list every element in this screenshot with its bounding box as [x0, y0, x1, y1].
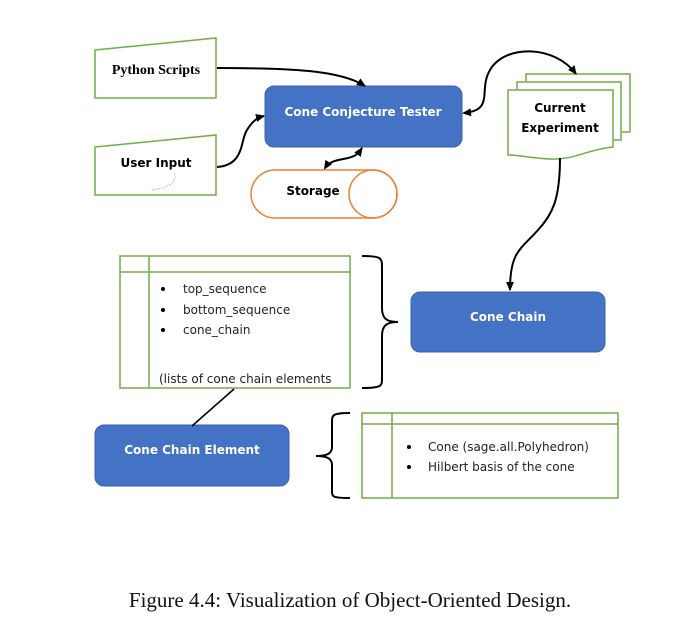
bullet-icon [161, 308, 165, 312]
table-to-cone-chain-element-line [191, 388, 235, 427]
cone-conjecture-tester-node: Cone Conjecture Tester [264, 85, 463, 148]
cone-chain-attr-item: cone_chain [183, 323, 250, 337]
storage-node: Storage [250, 169, 398, 219]
cone-chain-node: Cone Chain [410, 291, 606, 353]
bullet-icon [161, 328, 165, 332]
current-experiment-node: Current Experiment [507, 73, 631, 160]
cone-chain-element-attributes-table: Cone (sage.all.Polyhedron) Hilbert basis… [361, 412, 619, 499]
python-scripts-to-tester-arrow [216, 67, 366, 87]
current-experiment-label-line2: Experiment [521, 121, 599, 135]
cone-chain-element-attr-item: Cone (sage.all.Polyhedron) [428, 440, 589, 454]
current-experiment-to-cone-chain-arrow [506, 157, 561, 291]
cone-chain-attributes-table: top_sequence bottom_sequence cone_chain … [119, 255, 351, 389]
cone-conjecture-tester-label: Cone Conjecture Tester [284, 105, 441, 119]
cone-chain-element-brace [315, 412, 351, 499]
python-scripts-label: Python Scripts [112, 63, 201, 78]
cone-chain-element-attr-item: Hilbert basis of the cone [428, 460, 575, 474]
current-experiment-label-line1: Current [534, 101, 586, 115]
bullet-icon [407, 445, 411, 449]
bullet-icon [407, 465, 411, 469]
cone-chain-attr-item: top_sequence [183, 282, 267, 296]
bullet-icon [161, 287, 165, 291]
storage-label: Storage [286, 184, 339, 198]
user-input-label: User Input [121, 156, 192, 170]
cone-chain-element-node: Cone Chain Element [94, 424, 290, 487]
tester-storage-arrow [323, 147, 363, 170]
cone-chain-attr-note: (lists of cone chain elements [159, 372, 332, 386]
user-input-node: User Input [94, 134, 217, 196]
cone-chain-element-label: Cone Chain Element [124, 443, 260, 457]
figure-caption: Figure 4.4: Visualization of Object-Orie… [128, 588, 572, 612]
cone-chain-brace [361, 255, 399, 389]
cone-chain-attr-item: bottom_sequence [183, 303, 290, 317]
python-scripts-node: Python Scripts [94, 37, 217, 99]
cone-chain-label: Cone Chain [470, 310, 546, 324]
tester-current-experiment-arrow [462, 50, 577, 117]
user-input-to-tester-arrow [216, 114, 265, 168]
